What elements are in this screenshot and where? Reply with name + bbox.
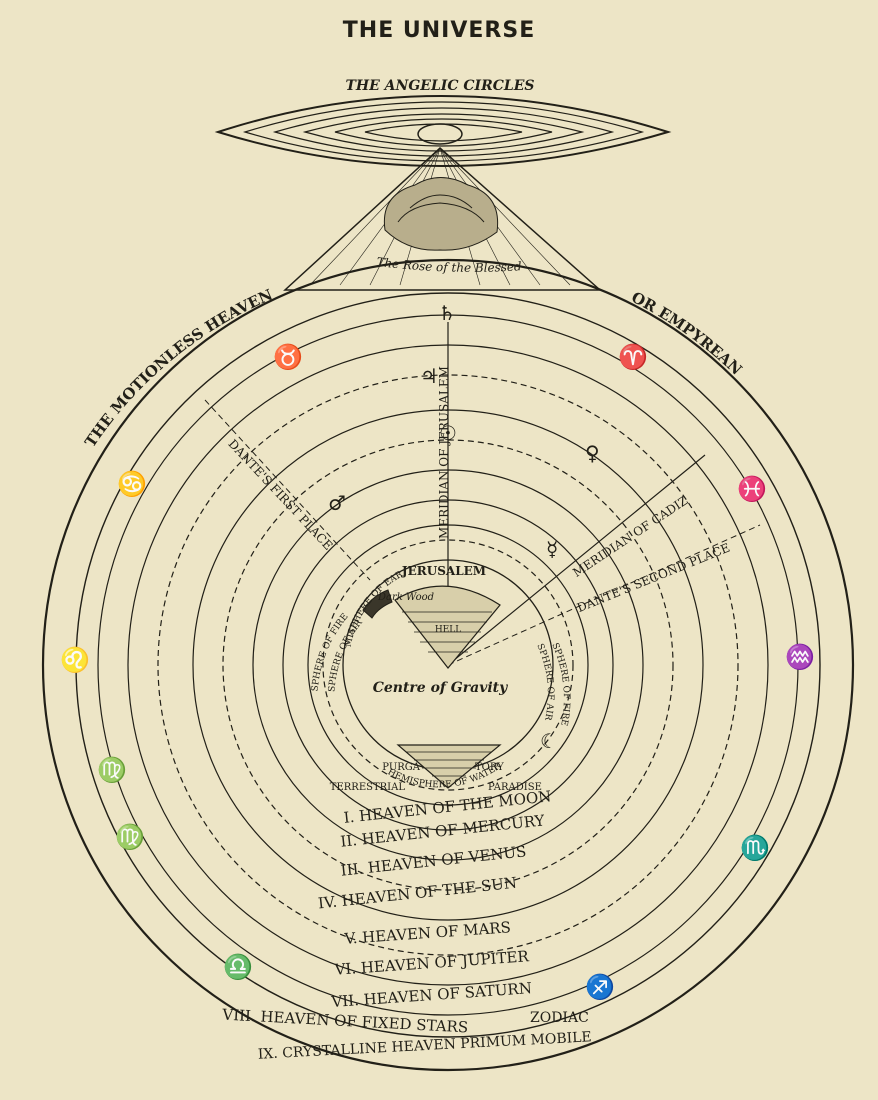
dark-wood-label: Dark Wood	[377, 592, 434, 603]
mercury-icon: ☿	[546, 537, 558, 561]
meridians	[204, 322, 761, 666]
dante-first-place-line	[204, 399, 371, 581]
heaven-label: V. HEAVEN OF MARS	[343, 918, 512, 948]
heaven-label: VIII. HEAVEN OF FIXED STARS	[221, 1006, 469, 1037]
motionless-heaven-label: THE MOTIONLESS HEAVEN	[81, 285, 275, 450]
jupiter-icon: ♃	[420, 364, 438, 388]
dante-second-place-line	[447, 524, 761, 666]
dark-wood-mark	[362, 589, 393, 619]
purgatory-mountain	[396, 744, 502, 789]
heaven-label: III. HEAVEN OF VENUS	[340, 842, 527, 879]
terrestrial-label: TERRESTRIAL	[330, 782, 406, 793]
sun-icon: ☉	[439, 421, 457, 445]
zodiac-label: ZODIAC	[530, 1010, 589, 1026]
purgatory-right-label: TORY	[475, 762, 504, 773]
heaven-ring	[97, 314, 799, 1016]
meridian-jerusalem-label: MERIDIAN OF JERUSALEM	[437, 366, 451, 539]
zodiac-sign-icon: ♏	[740, 834, 770, 862]
heaven-ring	[75, 292, 821, 1038]
earth	[362, 585, 502, 789]
zodiac-sign-icon: ♓	[737, 475, 767, 503]
hell-cone	[394, 585, 501, 669]
heaven-ring	[322, 539, 574, 791]
paradise-label: PARADISE	[488, 782, 542, 793]
mars-icon: ♂	[328, 491, 346, 515]
zodiac-sign-icon: ♋	[117, 470, 147, 498]
zodiac-sign-icon: ♒	[785, 643, 815, 671]
zodiac-sign-icon: ♈	[618, 343, 648, 371]
heaven-ring	[41, 258, 855, 1072]
zodiac-sign-icon: ♌	[60, 646, 90, 674]
dante-first-place-label: DANTE'S FIRST PLACE	[225, 437, 335, 553]
purgatory-left-label: PURGA	[382, 762, 420, 773]
jerusalem-label: JERUSALEM	[401, 564, 486, 578]
meridian-cadiz-line	[447, 454, 706, 666]
heaven-ring	[157, 374, 739, 956]
rose-label: The Rose of the Blessed	[376, 255, 523, 275]
zodiac-symbols: ♉ ♋ ♌ ♍ ♍ ♎ ♐ ♏ ♒ ♓ ♈	[60, 343, 815, 1001]
heaven-label: VI. HEAVEN OF JUPITER	[333, 947, 530, 979]
saturn-icon: ♄	[438, 301, 456, 325]
heaven-label: VII. HEAVEN OF SATURN	[330, 979, 533, 1011]
zodiac-sign-icon: ♉	[273, 343, 303, 371]
zodiac-sign-icon: ♍	[97, 756, 127, 784]
page-title: THE UNIVERSE	[342, 18, 536, 43]
concentric-heavens	[41, 258, 855, 1072]
rose-of-the-blessed	[383, 177, 499, 251]
hell-label: HELL	[435, 625, 461, 635]
heaven-label: IX. CRYSTALLINE HEAVEN PRIMUM MOBILE	[257, 1029, 592, 1062]
angelic-circles	[214, 95, 672, 167]
zodiac-sign-icon: ♐	[585, 973, 615, 1001]
heaven-ring	[222, 439, 674, 891]
venus-icon: ♀	[585, 441, 600, 465]
planet-symbols: ☉ ♃ ♂ ♀ ☿ ☾ ♄	[328, 301, 600, 753]
centre-of-gravity-label: Centre of Gravity	[373, 680, 508, 696]
zodiac-sign-icon: ♍	[115, 823, 145, 851]
zodiac-sign-icon: ♎	[223, 953, 253, 981]
heaven-label: IV. HEAVEN OF THE SUN	[317, 874, 518, 913]
moon-icon: ☾	[540, 729, 558, 753]
angelic-circles-label: THE ANGELIC CIRCLES	[345, 78, 534, 94]
